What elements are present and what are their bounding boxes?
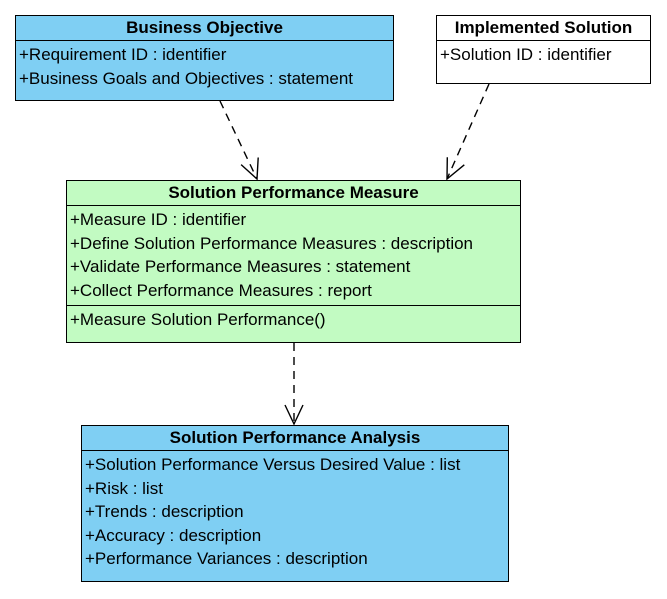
class-business-objective[interactable]: Business Objective +Requirement ID : ide… <box>15 15 394 101</box>
attribute-solution-id: +Solution ID : identifier <box>440 45 612 64</box>
attribute-collect-measures: +Collect Performance Measures : report <box>70 280 372 300</box>
attribute-validate-measures: +Validate Performance Measures : stateme… <box>70 257 411 276</box>
attribute-business-goals: +Business Goals and Objectives : stateme… <box>19 68 354 88</box>
class-name-business-objective: Business Objective <box>16 16 393 41</box>
attributes-compartment: +Solution ID : identifier <box>437 41 650 70</box>
dependency-implemented-solution-to-measure <box>446 83 490 181</box>
class-name-implemented-solution: Implemented Solution <box>437 16 650 41</box>
attributes-compartment: +Solution Performance Versus Desired Val… <box>82 451 508 574</box>
attributes-compartment: +Measure ID : identifier +Define Solutio… <box>67 206 520 305</box>
class-implemented-solution[interactable]: Implemented Solution +Solution ID : iden… <box>436 15 651 84</box>
attribute-risk: +Risk : list <box>85 478 163 498</box>
dependency-measure-to-analysis <box>284 343 304 426</box>
operation-measure-solution-performance: +Measure Solution Performance() <box>70 310 326 329</box>
attribute-requirement-id: +Requirement ID : identifier <box>19 45 227 64</box>
class-name-solution-performance-measure: Solution Performance Measure <box>67 181 520 206</box>
class-solution-performance-measure[interactable]: Solution Performance Measure +Measure ID… <box>66 180 521 343</box>
attribute-performance-vs-desired: +Solution Performance Versus Desired Val… <box>85 455 461 474</box>
attribute-measure-id: +Measure ID : identifier <box>70 210 247 229</box>
class-solution-performance-analysis[interactable]: Solution Performance Analysis +Solution … <box>81 425 509 582</box>
attribute-performance-variances: +Performance Variances : description <box>85 549 368 568</box>
class-name-solution-performance-analysis: Solution Performance Analysis <box>82 426 508 451</box>
attribute-trends: +Trends : description <box>85 502 244 521</box>
attribute-define-measures: +Define Solution Performance Measures : … <box>70 233 474 253</box>
attributes-compartment: +Requirement ID : identifier +Business G… <box>16 41 393 93</box>
dependency-business-objective-to-measure <box>219 100 259 181</box>
operations-compartment: +Measure Solution Performance() <box>67 305 520 335</box>
attribute-accuracy: +Accuracy : description <box>85 525 262 545</box>
